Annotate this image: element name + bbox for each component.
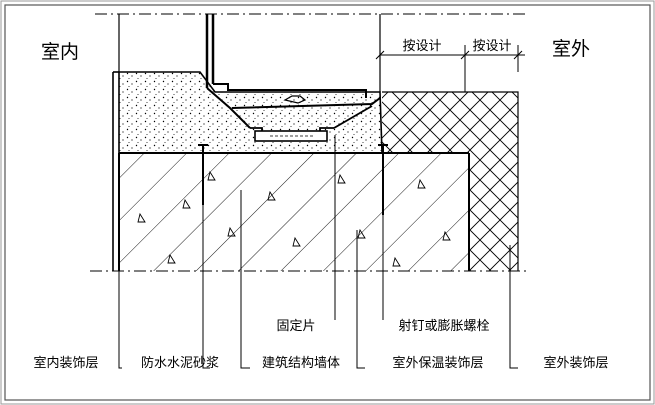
callout-indoor-finish: 室内装饰层 [33,355,98,371]
callout-waterproof-mortar: 防水水泥砂浆 [141,355,219,371]
structural-wall [118,152,470,271]
fixing-plate [254,130,328,142]
callout-nail-bolt: 射钉或膨胀螺栓 [398,318,489,334]
outdoor-label: 室外 [552,38,590,60]
leader-lines [118,135,518,369]
callout-fixing-plate: 固定片 [276,319,315,334]
dimension-label-per-design-1: 按设计 [402,39,441,54]
dimension-label-per-design-2: 按设计 [472,39,511,54]
dimension-lines [375,45,525,92]
waterproof-mortar-sill [118,71,383,154]
callout-outdoor-finish: 室外装饰层 [543,355,608,371]
callout-structural-wall: 建筑结构墙体 [262,355,340,371]
indoor-finish-layer [112,71,119,271]
indoor-label: 室内 [41,41,79,63]
callout-outdoor-insulation-finish: 室外保温装饰层 [392,355,483,371]
outdoor-insulation-finish-layer [382,91,519,271]
inner-frame [4,4,651,401]
